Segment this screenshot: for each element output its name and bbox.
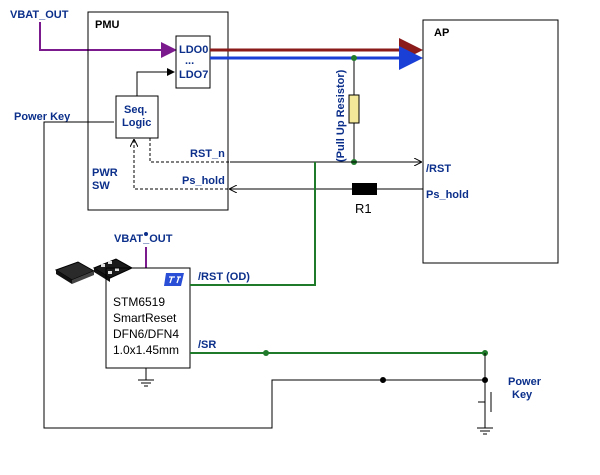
seq-to-ldo-wire — [136, 68, 175, 96]
ap-ps-hold-label: Ps_hold — [426, 189, 469, 201]
vbat-chip-node — [144, 232, 148, 236]
vbat-wire-top — [39, 22, 177, 58]
ldo-box — [175, 35, 211, 89]
ps-hold-pmu-label: Ps_hold — [182, 175, 225, 187]
ap-rst-label: /RST — [426, 163, 451, 175]
rst-od-wire — [190, 162, 316, 286]
rst-od-label: /RST (OD) — [198, 271, 250, 283]
chip-line1: STM6519 — [113, 295, 165, 309]
power-key-wire — [43, 121, 383, 429]
pmu-box — [87, 11, 229, 211]
rst-n-dashed-wire — [149, 138, 230, 163]
ldo7-label: LDO7 — [179, 69, 208, 81]
chip-package-icon-dfn6 — [54, 261, 96, 284]
sr-label: /SR — [198, 339, 216, 351]
pmu-label: PMU — [95, 19, 120, 31]
pwr-label: PWR — [92, 167, 118, 179]
r1-resistor — [352, 183, 377, 195]
sr-junction-mid — [263, 350, 269, 356]
r1-label: R1 — [355, 201, 372, 216]
sw-label: SW — [92, 180, 110, 192]
chip-line3: DFN6/DFN4 — [113, 327, 179, 341]
ap-label: AP — [434, 27, 449, 39]
logic-label: Logic — [122, 117, 151, 129]
pullup-label: (Pull Up Resistor) — [335, 69, 347, 162]
ps-hold-dashed-wire — [134, 140, 228, 190]
ap-box — [422, 19, 559, 264]
ldo-dots-label: ... — [185, 55, 194, 67]
st-logo — [164, 273, 184, 286]
ldo0-label: LDO0 — [179, 44, 208, 56]
stm6519-chip-box — [105, 267, 191, 369]
vbat-out-label-chip: VBAT_OUT — [114, 233, 173, 245]
chip-line4: 1.0x1.45mm — [113, 343, 179, 357]
rst-n-label: RST_n — [190, 148, 225, 160]
vbat-out-label-top: VBAT_OUT — [10, 9, 69, 21]
seq-label: Seq. — [124, 104, 147, 116]
chip-line2: SmartReset — [113, 311, 177, 325]
pullup-resistor — [348, 94, 360, 124]
power-key-right-label-2: Key — [512, 389, 533, 401]
chip-package-icon-dfn4 — [92, 258, 134, 282]
pullup-junction-top — [351, 55, 357, 61]
power-key-right-label-1: Power — [508, 376, 542, 388]
power-key-left-label: Power Key — [14, 111, 71, 123]
